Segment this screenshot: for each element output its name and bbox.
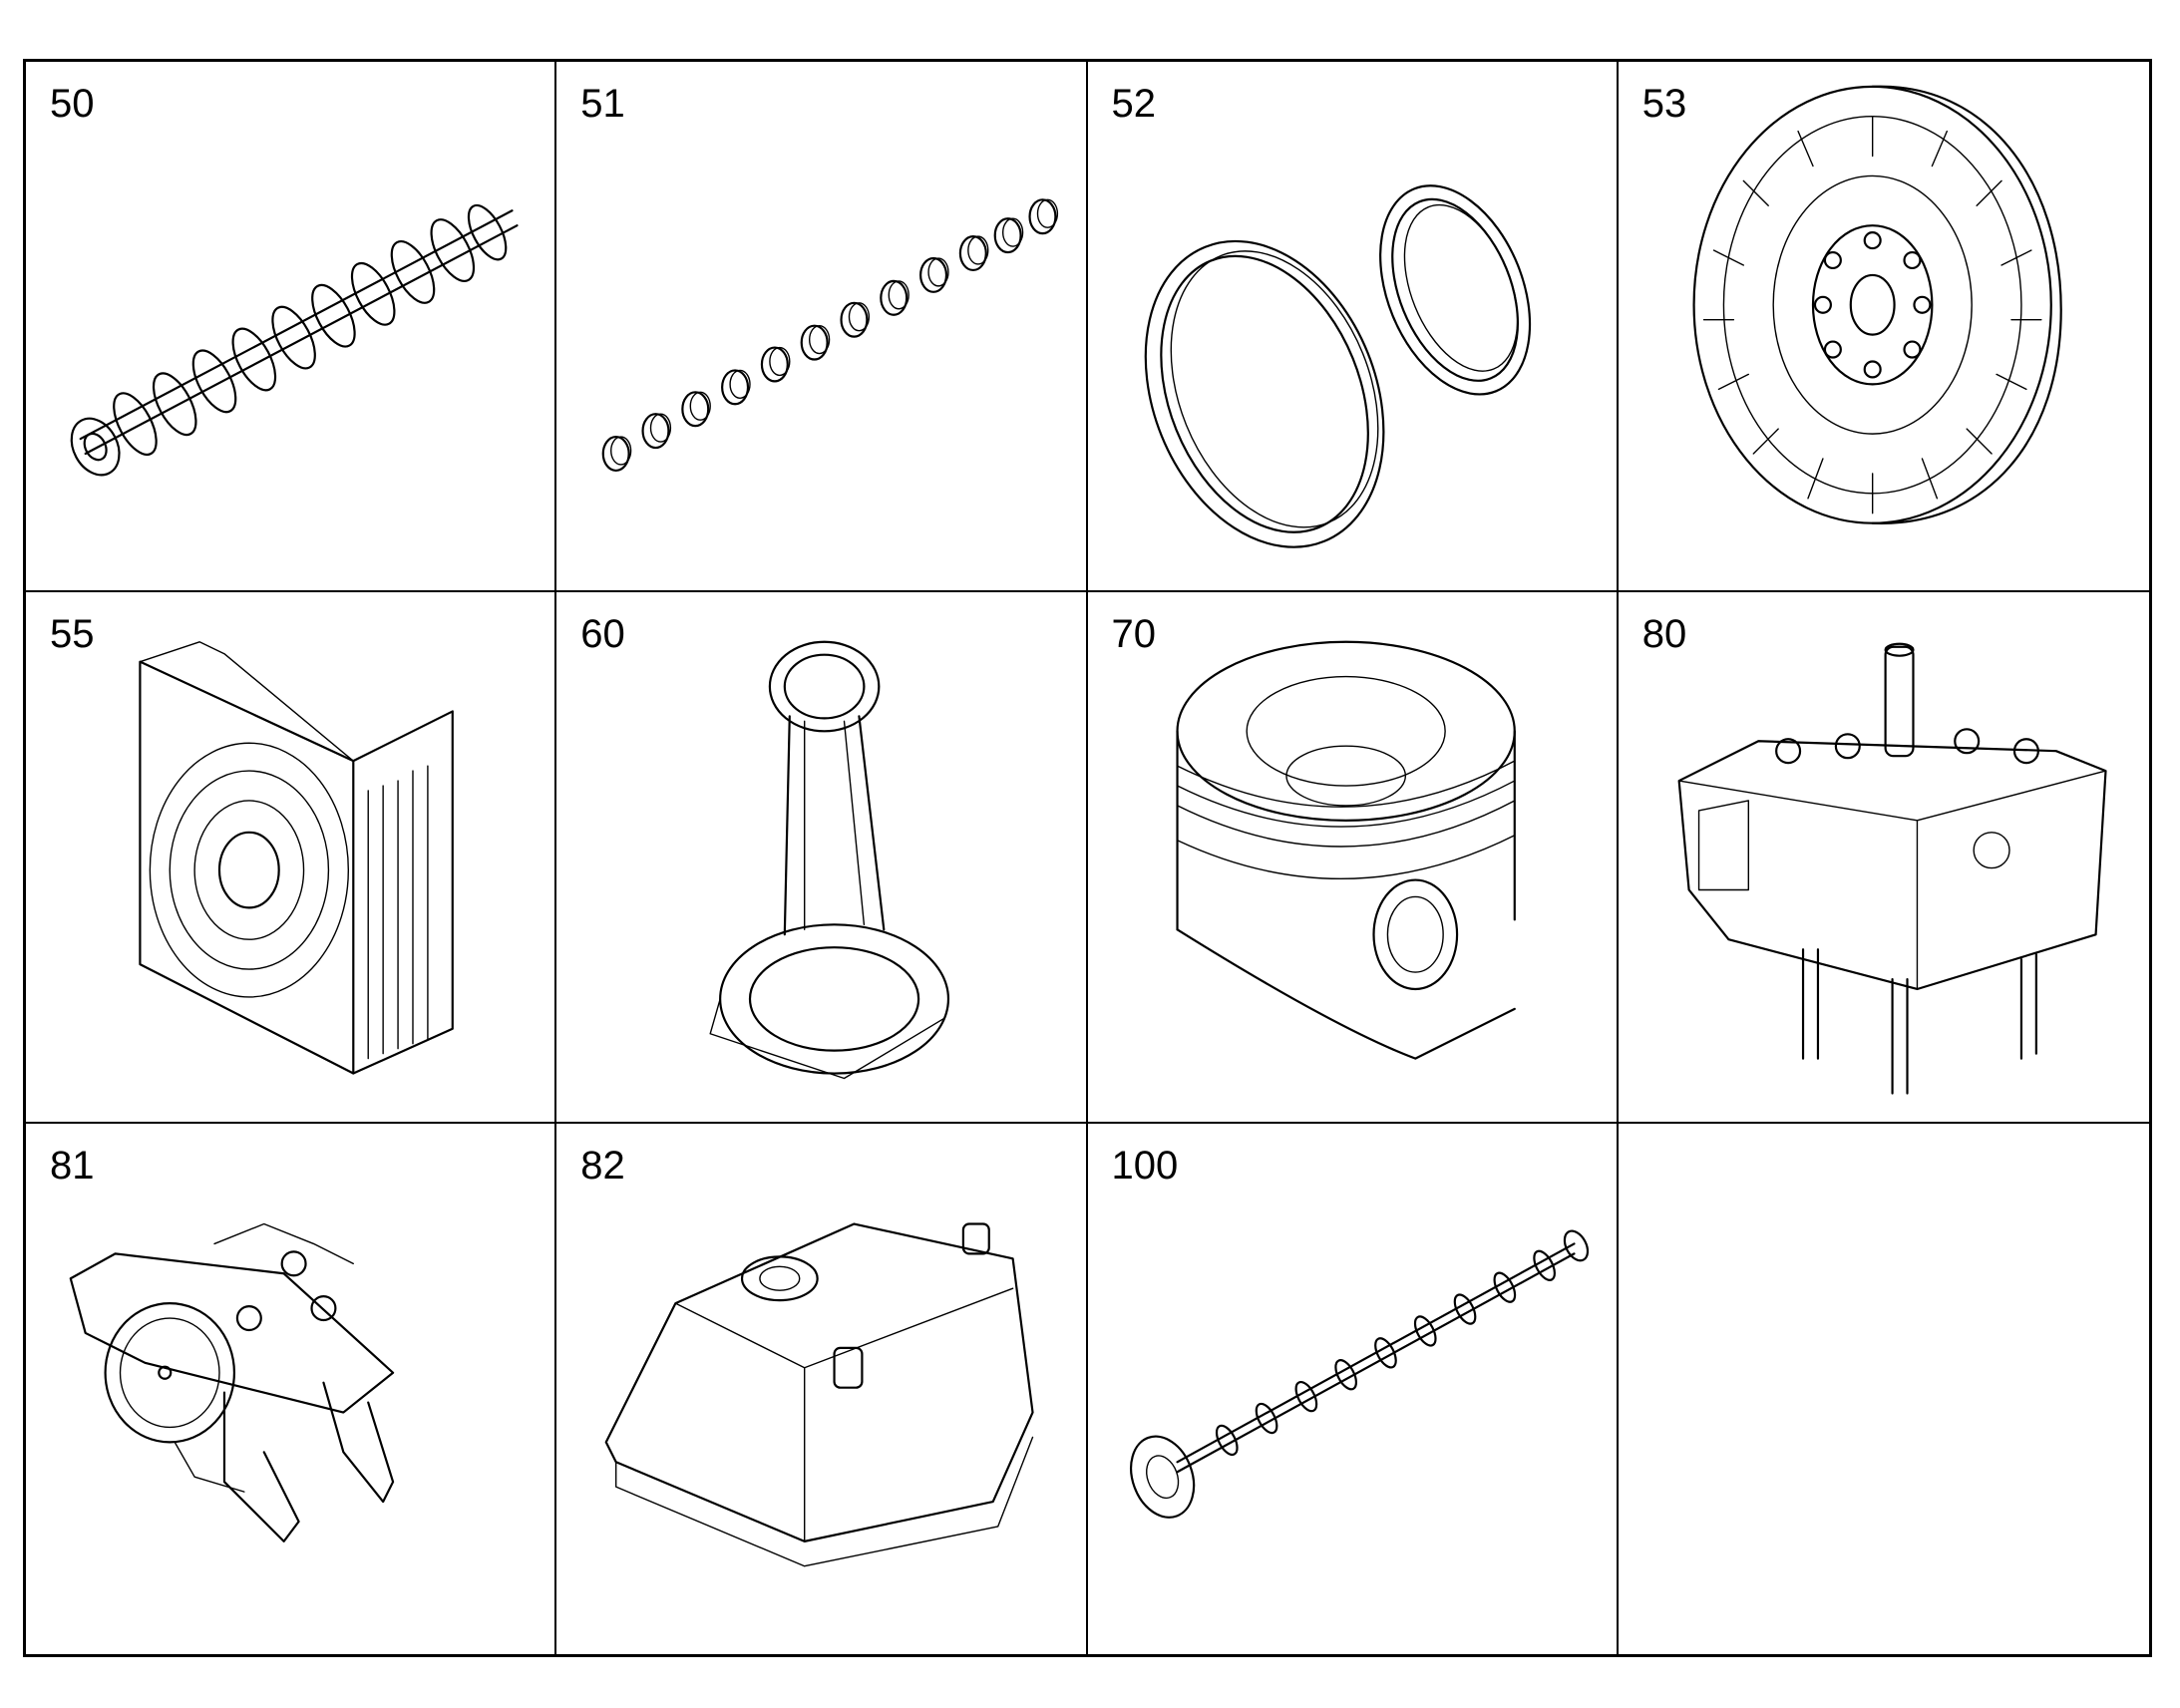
part-cell-52[interactable]: 52 (1087, 62, 1619, 593)
part-cell-60[interactable]: 60 (556, 592, 1088, 1124)
parts-grid: 50 51 (23, 59, 2152, 1657)
part-number: 60 (580, 612, 625, 657)
connecting-rod-icon (709, 641, 950, 1080)
cylinder-head-icon (1677, 642, 2107, 1095)
part-number: 100 (1111, 1143, 1179, 1188)
part-cell-82[interactable]: 82 (556, 1123, 1088, 1654)
part-cell-53[interactable]: 53 (1618, 62, 2149, 593)
part-number: 52 (1111, 82, 1157, 126)
part-cell-81[interactable]: 81 (26, 1123, 557, 1654)
camshaft-icon (1129, 1229, 1589, 1519)
piston-icon (1175, 641, 1516, 1061)
fan-guard-icon (139, 641, 454, 1075)
part-cell-51[interactable]: 51 (556, 62, 1088, 593)
part-number: 82 (580, 1143, 625, 1188)
part-cell-55[interactable]: 55 (26, 592, 557, 1124)
valve-cover-icon (604, 1222, 1034, 1567)
part-cell-100[interactable]: 100 (1088, 1123, 1619, 1654)
empty-cell (1619, 1124, 2149, 1654)
part-number: 51 (580, 82, 625, 126)
rocker-arm-icon (69, 1222, 395, 1542)
vibration-damper-icon (1692, 85, 2062, 524)
part-number: 50 (50, 82, 95, 126)
seal-rings-icon (1144, 184, 1531, 548)
part-cell-80[interactable]: 80 (1618, 592, 2149, 1124)
part-number: 55 (50, 612, 95, 657)
part-number: 80 (1641, 612, 1687, 657)
part-cell-50[interactable]: 50 (26, 62, 557, 593)
part-number: 70 (1111, 612, 1157, 657)
crankshaft-icon (70, 203, 519, 477)
part-number: 81 (50, 1143, 95, 1188)
bearing-shells-icon (601, 198, 1059, 473)
part-number: 53 (1641, 82, 1687, 126)
part-cell-70[interactable]: 70 (1087, 592, 1619, 1124)
